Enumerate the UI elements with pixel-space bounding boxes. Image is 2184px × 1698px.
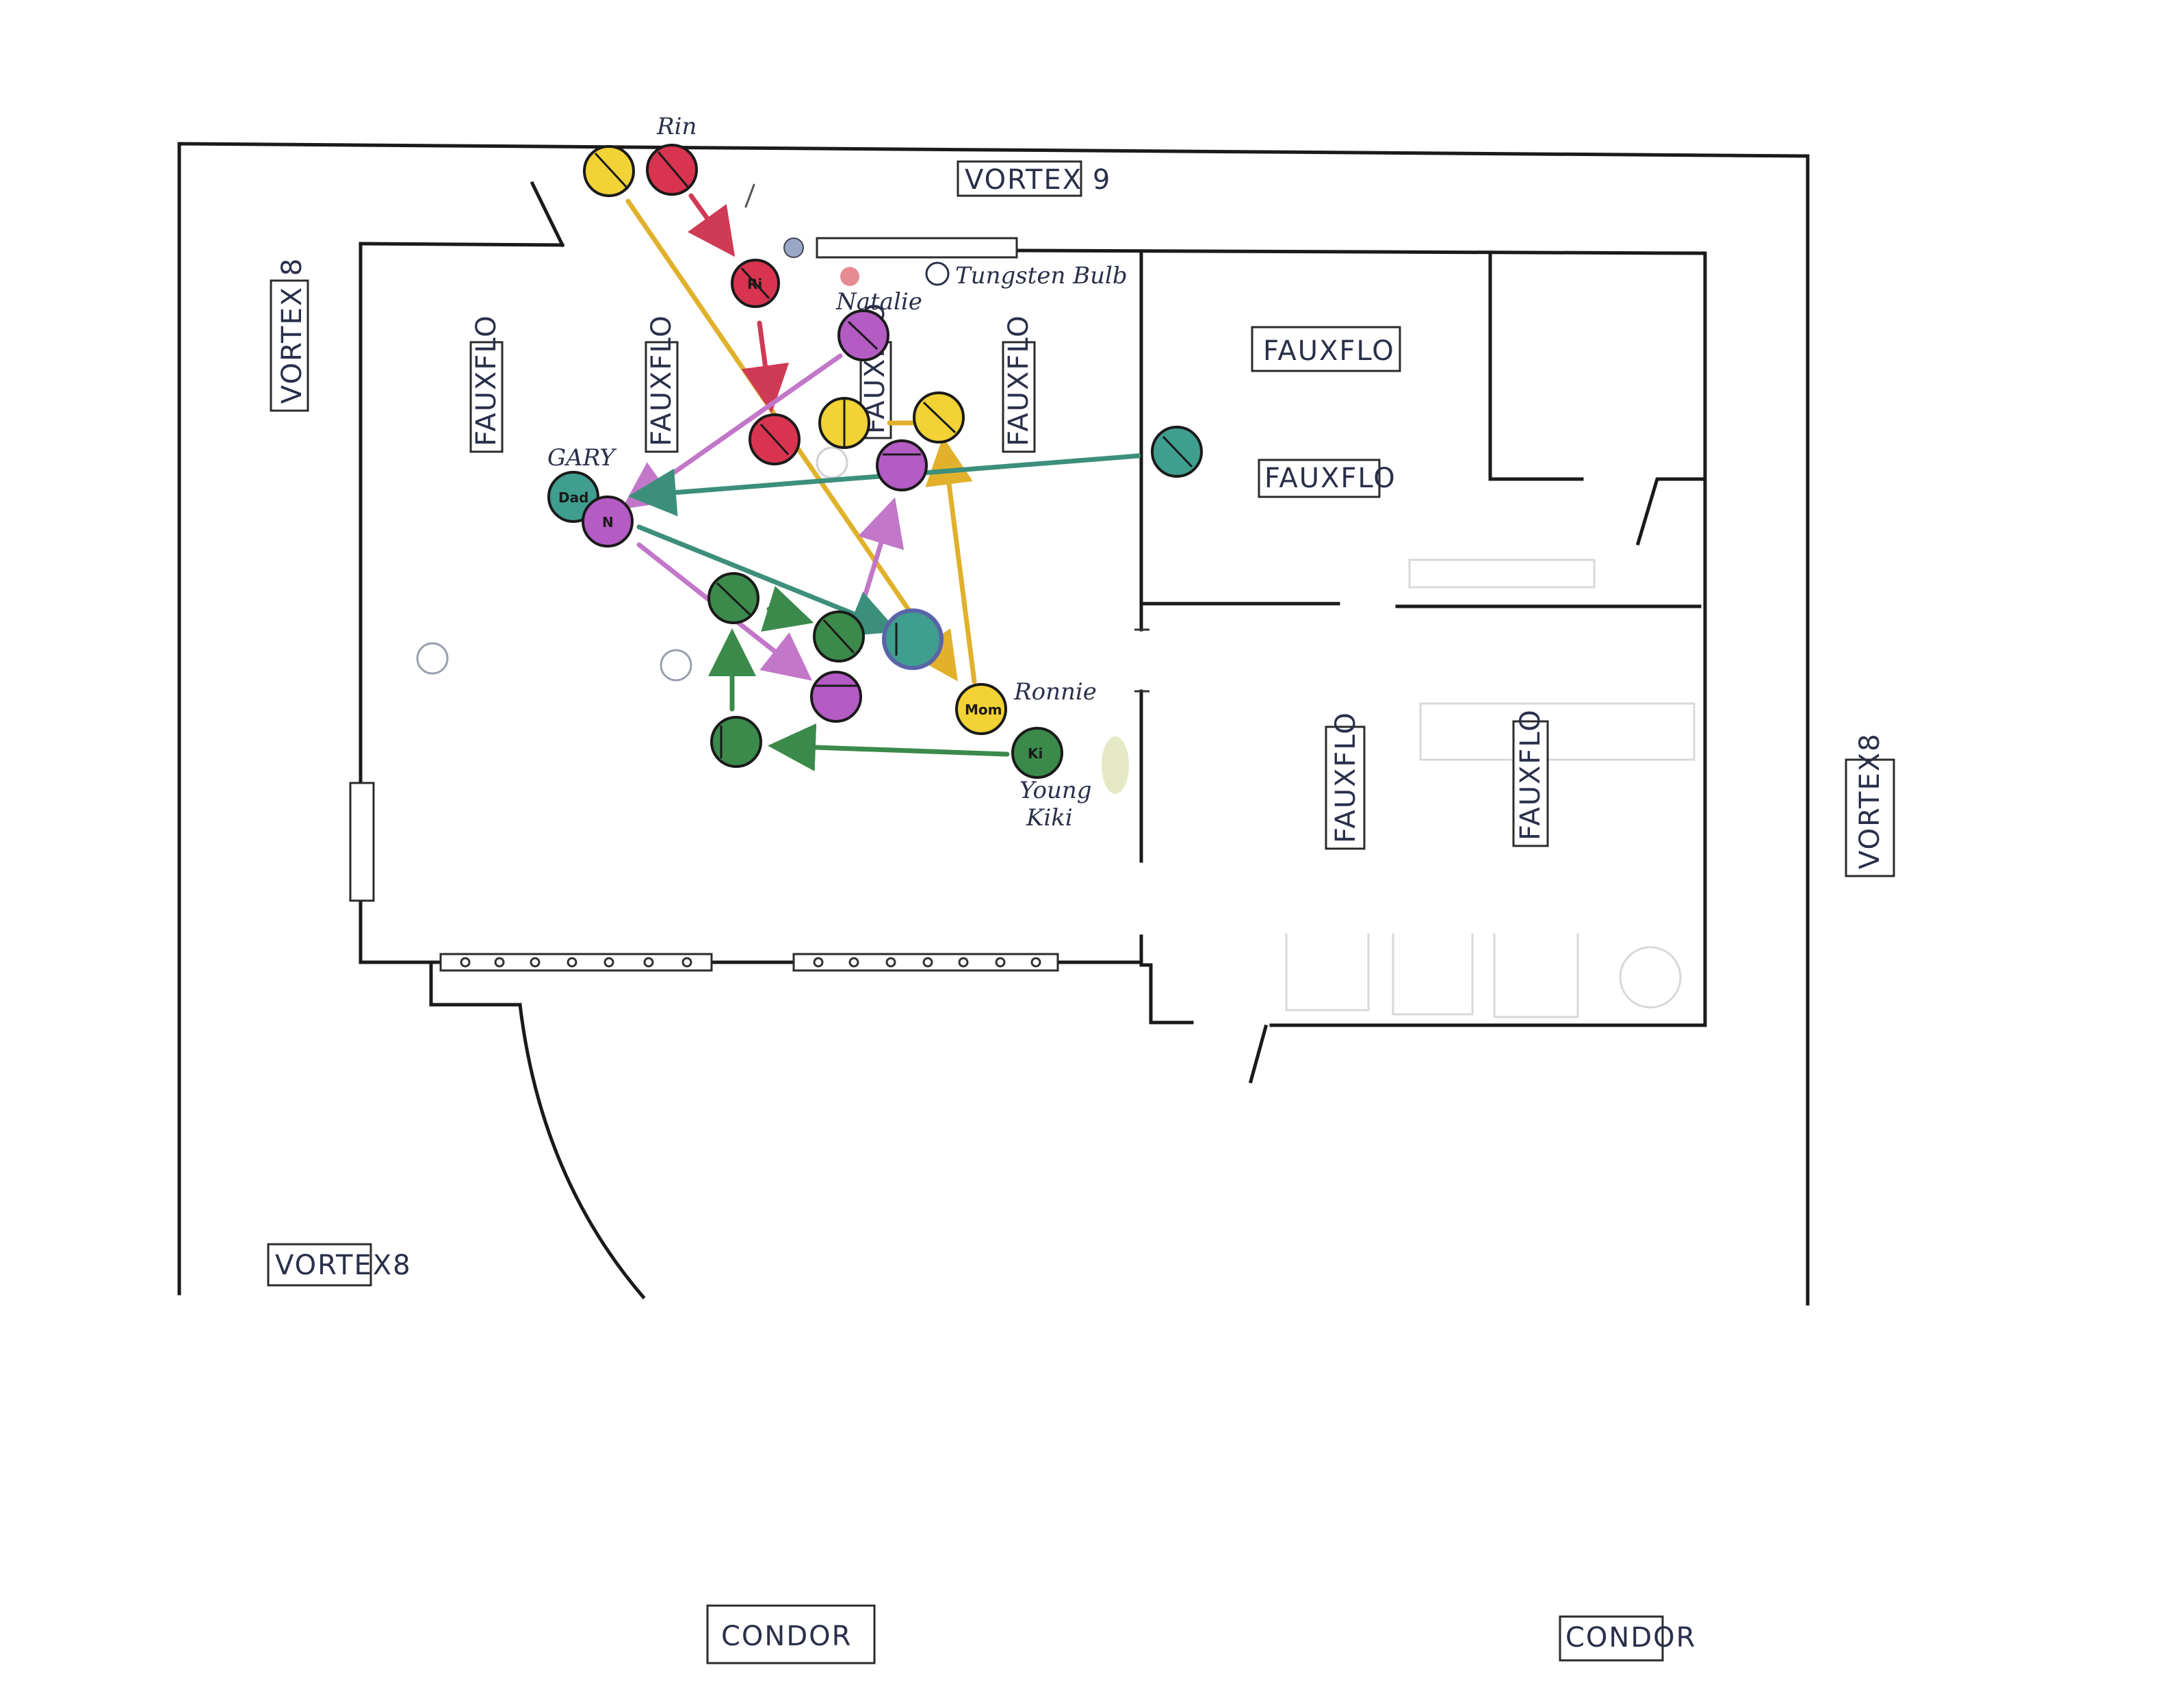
name-natalie: Natalie [835, 288, 922, 316]
name-young: Young [1019, 777, 1092, 804]
marker-ki [1011, 727, 1063, 779]
strip-lights [460, 957, 1041, 968]
name-gary: GARY [547, 444, 617, 472]
fixture-upper [1408, 558, 1596, 589]
fixtures [416, 446, 1695, 1018]
fixture-bin-3 [1493, 934, 1579, 1018]
swing-door-arc [518, 1003, 646, 1300]
green-smudge [1102, 736, 1129, 794]
tungsten-bulb-label: Tungsten Bulb [955, 262, 1128, 290]
lighting: Tungsten Bulb [349, 237, 1128, 972]
marker-n [582, 496, 634, 548]
name-rin: Rin [656, 113, 697, 140]
closet-wall [1488, 253, 1584, 481]
door-slant-top [530, 181, 565, 248]
window-left [349, 782, 375, 902]
marker-dad-label: Dad [558, 489, 588, 506]
label-fauxflo-7: FAUXFLO [1325, 711, 1366, 850]
fixture-bin-2 [1392, 934, 1474, 1016]
svg-text:FAUXFLO: FAUXFLO [646, 314, 677, 446]
fixture-round [1619, 946, 1682, 1009]
label-fauxflo-2: FAUXFLO [645, 314, 679, 453]
name-ronnie: Ronnie [1013, 678, 1097, 706]
arrow-green-2 [761, 586, 814, 632]
marker-teal-target [882, 608, 944, 670]
label-fauxflo-4: FAUXFLO [1002, 314, 1036, 453]
main-room-top-wall-right [1011, 248, 1707, 255]
floor-marker-mid [660, 649, 692, 682]
fixture-bin-1 [1285, 934, 1370, 1012]
arrow-red-1 [687, 193, 736, 257]
marker-yellow-start [583, 145, 635, 197]
name-kiki: Kiki [1026, 804, 1073, 832]
bulb-blue [783, 237, 804, 258]
marker-ri-label: Ri [747, 276, 762, 292]
equipment-labels: VORTEX 9 VORTEX 8 VORTEX8 VORTEX8 FAUXFL… [267, 160, 1895, 1664]
arrow-green-4 [768, 723, 1010, 771]
outer-wall [177, 142, 1810, 1306]
svg-text:VORTEX 9: VORTEX 9 [965, 164, 1111, 196]
svg-text:VORTEX 8: VORTEX 8 [276, 257, 308, 404]
arrow-green-1 [636, 524, 898, 636]
label-fauxflo-6: FAUXFLO [1258, 459, 1396, 498]
bulb-red [840, 267, 859, 286]
closet-right-wall [1635, 477, 1707, 546]
label-fauxflo-8: FAUXFLO [1512, 708, 1549, 847]
svg-text:FAUXFLO: FAUXFLO [1003, 314, 1035, 446]
window-top [816, 237, 1018, 259]
marker-green-end [710, 716, 762, 768]
marker-purple-end [810, 671, 862, 723]
marker-mom-label: Mom [965, 702, 1002, 718]
door-slant-bottom [1248, 1024, 1269, 1084]
svg-text:VORTEX8: VORTEX8 [275, 1250, 412, 1281]
arrow-red-3 [744, 183, 755, 208]
tungsten-bulb-icon [925, 261, 950, 286]
fixture-mid [1419, 702, 1695, 761]
marker-purple-mid [876, 439, 928, 491]
svg-text:FAUXFLO: FAUXFLO [1515, 708, 1546, 840]
floor-marker-left [416, 642, 449, 675]
svg-text:CONDOR: CONDOR [1565, 1622, 1696, 1654]
label-fauxflo-1: FAUXFLO [469, 314, 504, 453]
marker-orientation-lines [594, 151, 1193, 758]
svg-text:FAUXFLO: FAUXFLO [1263, 335, 1395, 367]
marker-red-start [646, 144, 698, 196]
svg-text:CONDOR: CONDOR [721, 1621, 852, 1652]
floor-marker-top [816, 446, 848, 479]
marker-ki-label: Ki [1028, 745, 1043, 762]
main-room-top-wall-left [359, 242, 433, 964]
main-room-top-wall [359, 242, 564, 247]
arrow-yellow-2 [925, 437, 977, 684]
label-vortex8-left: VORTEX 8 [270, 257, 309, 412]
right-room-right-wall [1269, 251, 1707, 1027]
arrow-red-2 [741, 320, 790, 413]
svg-text:FAUXFLO: FAUXFLO [1264, 463, 1396, 494]
divider-wall-low [1139, 934, 1194, 1025]
label-vortex8-bottom: VORTEX8 [267, 1243, 412, 1287]
stub-bottom-left [429, 960, 522, 1007]
movement-arrows [621, 183, 1141, 771]
svg-text:VORTEX8: VORTEX8 [1854, 732, 1886, 869]
label-fauxflo-5: FAUXFLO [1251, 326, 1401, 372]
arrow-purple-3 [855, 497, 905, 621]
label-vortex9: VORTEX 9 [957, 160, 1111, 197]
marker-labels: Ri Dad N Mom Ki [558, 276, 1043, 762]
marker-mom [955, 683, 1007, 735]
label-vortex8-right: VORTEX8 [1845, 732, 1895, 877]
person-names: Rin Natalie GARY Ronnie Young Kiki [547, 113, 1097, 832]
label-condor-right: CONDOR [1559, 1615, 1696, 1662]
label-condor-left: CONDOR [706, 1604, 876, 1664]
svg-text:FAUXFLO: FAUXFLO [1330, 711, 1362, 843]
svg-text:FAUXFLO: FAUXFLO [471, 314, 502, 446]
marker-n-label: N [602, 514, 614, 530]
light-strip-right [792, 953, 1059, 972]
